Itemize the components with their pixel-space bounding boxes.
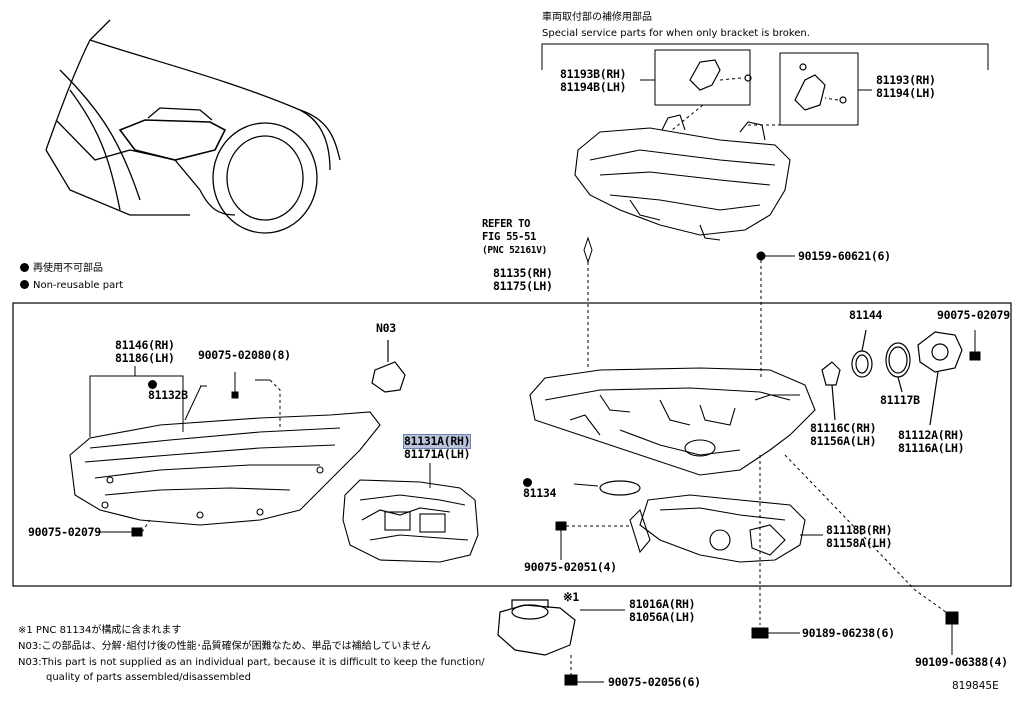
lens-drawing (69, 411, 381, 526)
part-label-90075-02079-right[interactable]: 90075-02079 (937, 308, 1010, 322)
part-label-81112a[interactable]: 81112A(RH)81116A(LH) (898, 428, 965, 455)
refer-line2: FIG 55-51 (482, 231, 537, 243)
part-label-81193[interactable]: 81193(RH)81194(LH) (876, 74, 936, 100)
bracket-note-jp: 車両取付部の補修用部品 (542, 12, 652, 23)
part-label-90109[interactable]: 90109-06388(4) (915, 655, 1008, 669)
car-front-sketch (45, 19, 341, 234)
part-label-90075-02080[interactable]: 90075-02080(8) (198, 348, 291, 362)
part-number-lh: 81056A(LH) (629, 610, 696, 624)
bullet-icon (148, 380, 157, 389)
part-label-90075-02079-left[interactable]: 90075-02079 (28, 525, 101, 539)
part-label-81131a[interactable]: 81131A(RH)81171A(LH) (402, 434, 472, 461)
part-number: 81132B (148, 388, 188, 402)
part-label-90159[interactable]: 90159-60621(6) (798, 249, 891, 263)
bullet-icon (20, 263, 29, 272)
part-number-lh: 81194B(LH) (560, 80, 627, 94)
footnote-n03-en1: N03:This part is not supplied as an indi… (18, 657, 485, 668)
bracket-box-right (779, 52, 859, 126)
part-number-rh: 81116C(RH) (810, 421, 877, 435)
part-label-81193b[interactable]: 81193B(RH)81194B(LH) (560, 67, 627, 94)
part-number-rh: 81193B(RH) (560, 67, 627, 81)
upper-headlamp-drawing (574, 114, 791, 241)
ballast-drawing (497, 599, 576, 656)
legend-jp-text: 再使用不可部品 (33, 263, 103, 274)
part-label-n03[interactable]: N03 (376, 321, 396, 335)
housing-drawing (529, 367, 816, 476)
part-label-90189[interactable]: 90189-06238(6) (802, 626, 895, 640)
part-number-lh: 81156A(LH) (810, 434, 877, 448)
part-number: 81134 (523, 486, 557, 500)
part-number-lh: 81186(LH) (115, 351, 175, 365)
part-number-lh: 81175(LH) (493, 279, 553, 293)
legend-en: Non-reusable part (20, 280, 123, 292)
part-label-81132b[interactable]: 81132B (148, 380, 188, 402)
part-number-rh: 81193(RH) (876, 73, 936, 87)
part-number-lh: 81171A(LH) (404, 447, 471, 461)
n03-drawing (371, 340, 406, 393)
footnote-n03-jp: N03:この部品は、分解･組付け後の性能･品質確保が困難なため、単品では補給して… (18, 641, 431, 652)
refer-line3: (PNC 52161V) (482, 245, 548, 256)
part-label-81117b[interactable]: 81117B (880, 393, 920, 407)
part-label-81146[interactable]: 81146(RH)81186(LH) (115, 339, 175, 365)
part-label-90075-02051[interactable]: 90075-02051(4) (524, 560, 617, 574)
footnote-n03-en2: quality of parts assembled/disassembled (46, 672, 251, 683)
part-label-90075-02056[interactable]: 90075-02056(6) (608, 675, 701, 689)
legend-en-text: Non-reusable part (33, 280, 124, 291)
bracket-group-line (541, 43, 989, 70)
part-number-rh: 81118B(RH) (826, 523, 893, 537)
bullet-icon (20, 280, 29, 289)
led-module-drawing (342, 479, 479, 563)
assembly-frame (12, 302, 1012, 587)
bullet-icon (523, 478, 532, 487)
refer-line1: REFER TO (482, 218, 531, 230)
refer-label[interactable]: REFER TO FIG 55-51 (PNC 52161V) (482, 218, 547, 257)
mark-1: ※1 (563, 590, 579, 604)
part-number-lh: 81158A(LH) (826, 536, 893, 550)
legend-jp: 再使用不可部品 (20, 263, 103, 275)
gasket-drawing (599, 480, 641, 496)
footnote-1: ※1 PNC 81134が構成に含まれます (18, 625, 182, 636)
part-number-rh: 81135(RH) (493, 266, 553, 280)
part-number-rh: 81016A(RH) (629, 597, 696, 611)
part-number-rh-highlighted: 81131A(RH) (402, 434, 472, 449)
part-label-81118b[interactable]: 81118B(RH)81158A(LH) (826, 523, 893, 550)
figure-id: 819845E (952, 680, 999, 692)
part-label-81016a[interactable]: 81016A(RH)81056A(LH) (629, 597, 696, 624)
part-number-lh: 81116A(LH) (898, 441, 965, 455)
part-label-81135[interactable]: 81135(RH)81175(LH) (493, 267, 553, 293)
part-label-81144[interactable]: 81144 (849, 308, 883, 322)
projector-drawing (629, 494, 806, 563)
part-number-rh: 81146(RH) (115, 338, 175, 352)
part-label-81134[interactable]: 81134 (523, 478, 556, 500)
part-number-rh: 81112A(RH) (898, 428, 965, 442)
part-label-81116c[interactable]: 81116C(RH)81156A(LH) (810, 421, 877, 448)
bracket-box-left (654, 49, 751, 106)
part-number-lh: 81194(LH) (876, 86, 936, 100)
bracket-note-en: Special service parts for when only brac… (542, 28, 810, 39)
